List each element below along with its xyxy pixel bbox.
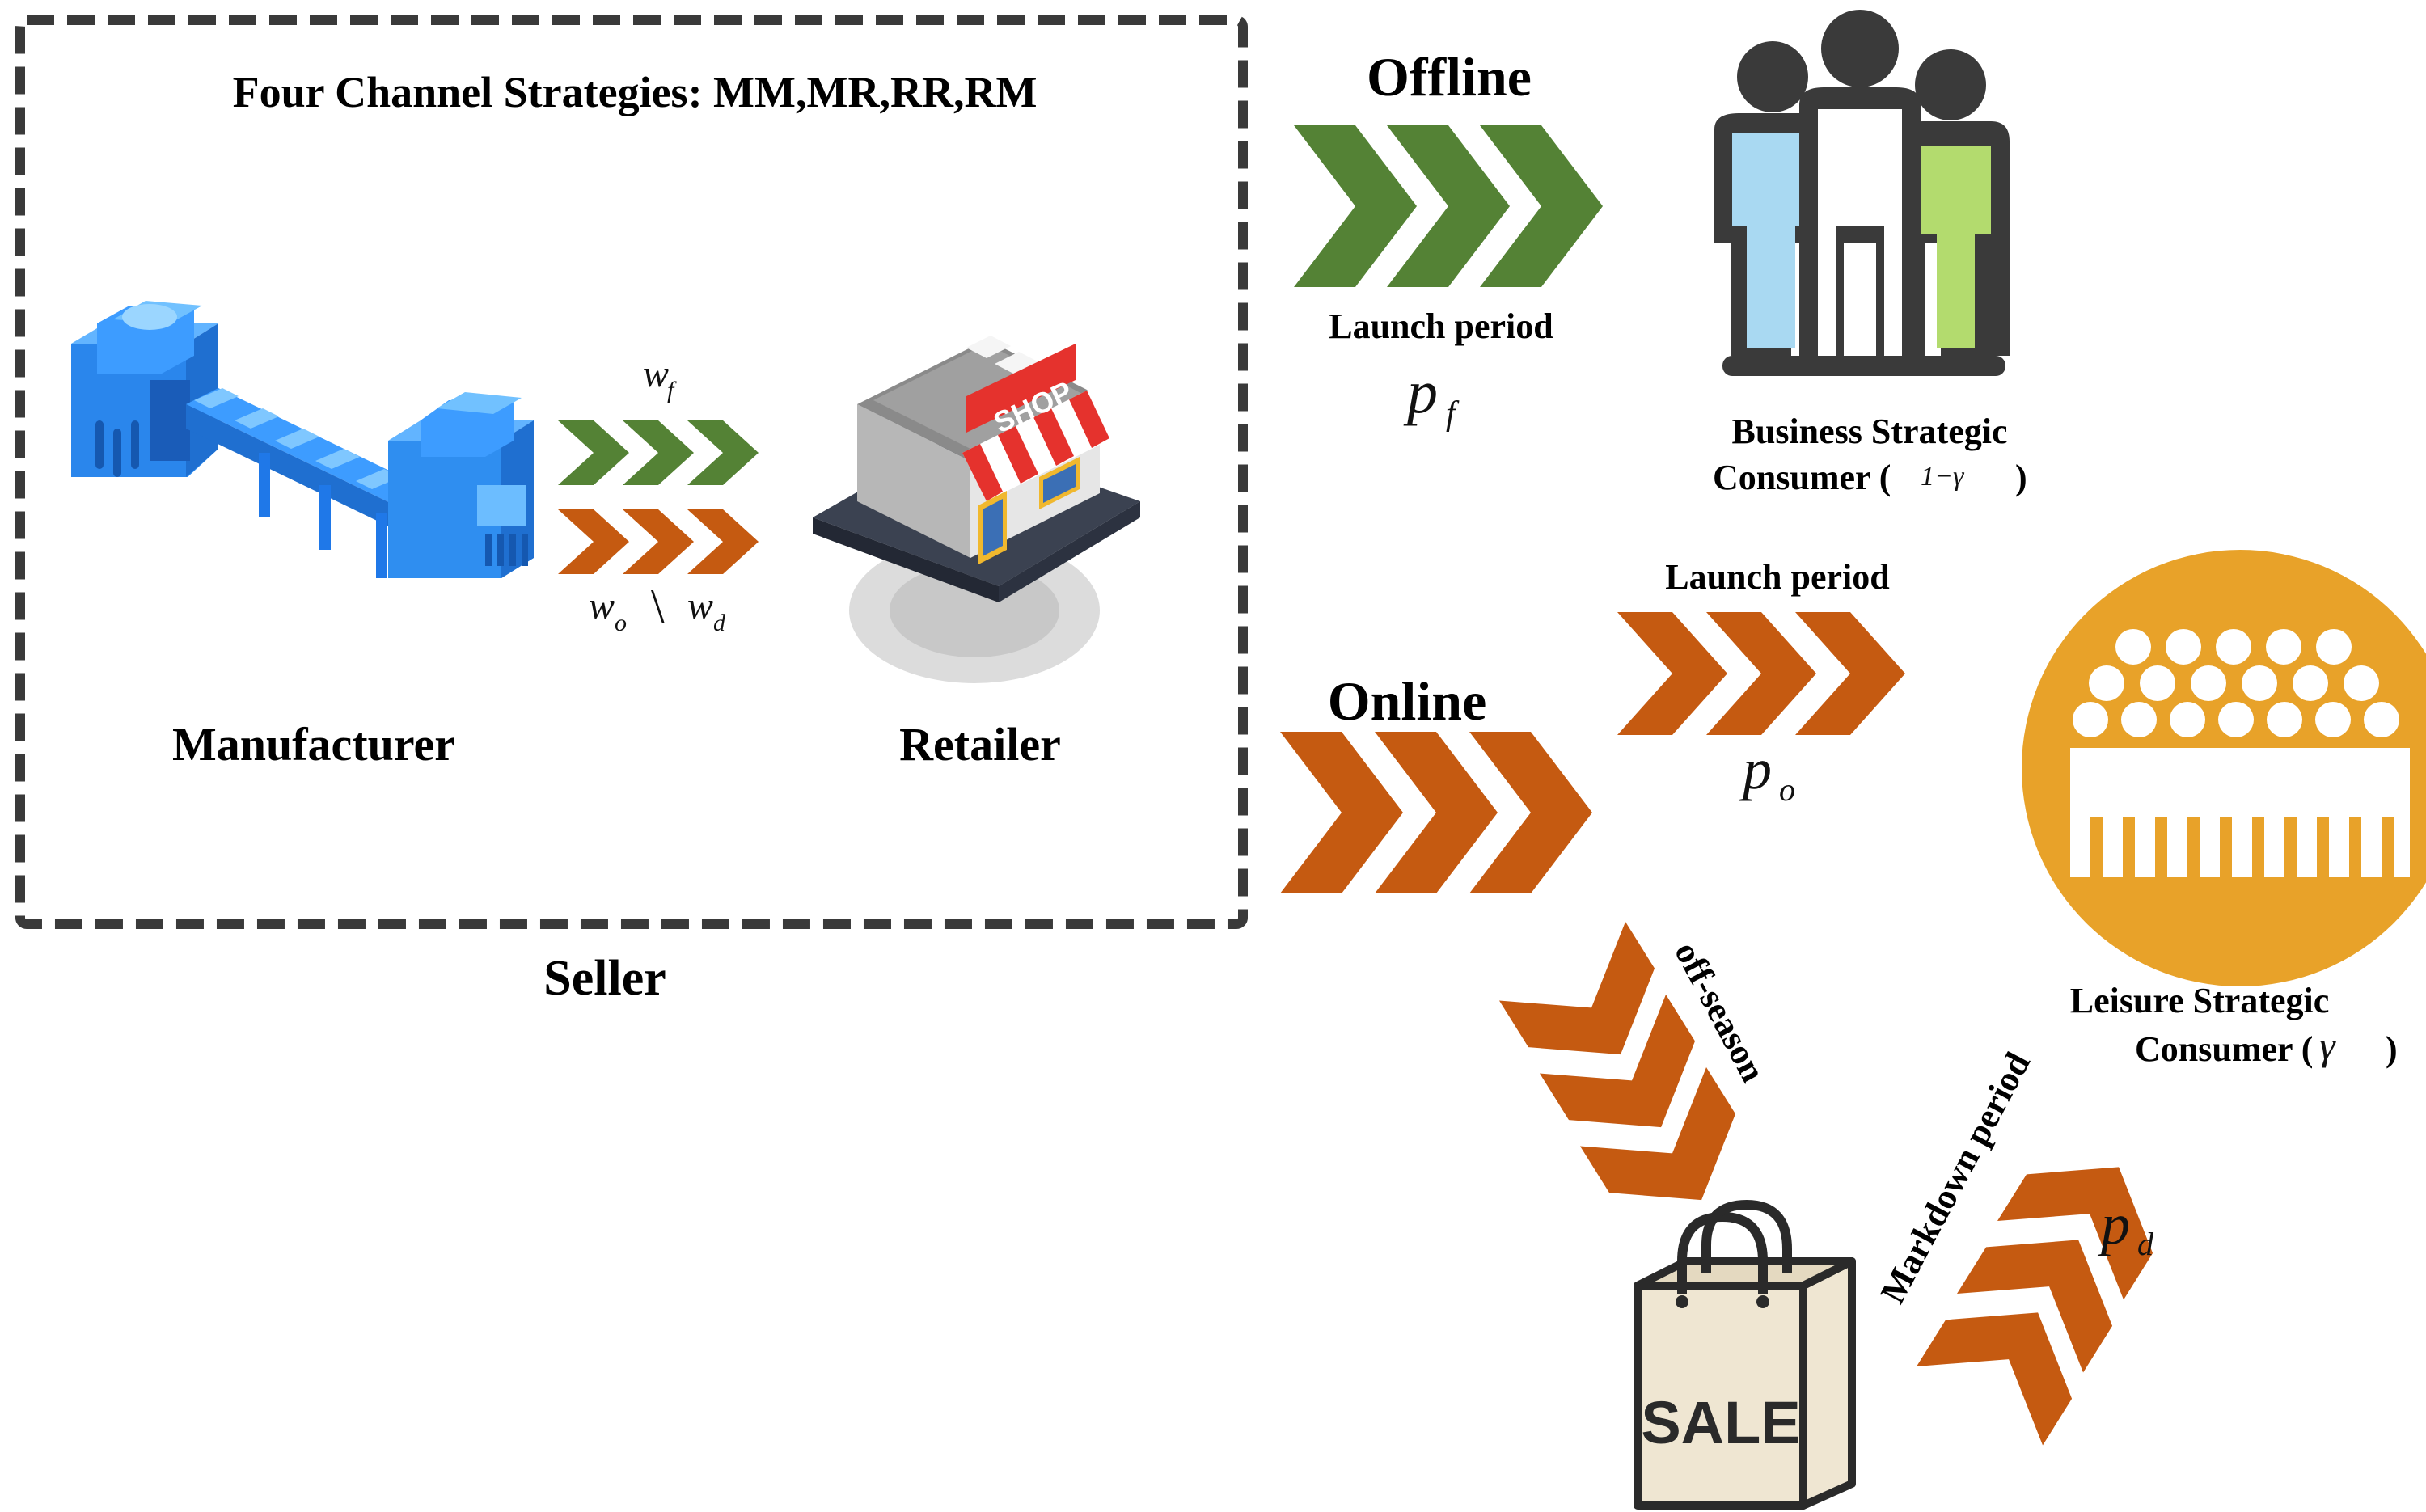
online-price: p o — [1739, 737, 1795, 808]
wholesale-green-arrow — [558, 420, 759, 485]
svg-text:): ) — [2015, 458, 2027, 497]
crowd-icon — [2022, 550, 2426, 986]
svg-text:f: f — [1446, 395, 1460, 433]
svg-text:w: w — [687, 585, 713, 627]
wholesale-price-online: w o \ w d — [589, 580, 726, 636]
offline-price: p f — [1403, 358, 1460, 433]
leisure-consumer-line1: Leisure Strategic — [2070, 981, 2330, 1020]
online-label: Online — [1328, 670, 1487, 732]
manufacturer-label: Manufacturer — [172, 718, 455, 771]
online-period-label: Launch period — [1665, 557, 1890, 597]
seller-box — [15, 15, 1248, 929]
seller-label: Seller — [543, 951, 666, 1006]
svg-text:f: f — [667, 377, 677, 403]
diagram-title: Four Channel Strategies: MM,MR,RR,RM — [233, 68, 1038, 116]
wholesale-price-offline: w f — [643, 353, 677, 403]
markdown-price: p d — [2097, 1192, 2154, 1262]
svg-text:d: d — [713, 610, 726, 636]
svg-text:): ) — [2386, 1029, 2398, 1069]
retailer-label: Retailer — [899, 718, 1061, 771]
consumer-group-icon — [1714, 10, 2010, 376]
leisure-consumer-line2: Consumer ( γ ) — [2135, 1023, 2398, 1069]
business-consumer-line2: Consumer ( 1−γ ) — [1713, 458, 2027, 497]
svg-text:\: \ — [651, 580, 665, 633]
svg-text:o: o — [1779, 771, 1795, 808]
shop-icon: SHOP — [813, 336, 1140, 683]
offseason-arrow — [1498, 922, 1765, 1240]
svg-text:1−γ: 1−γ — [1921, 462, 1965, 492]
offline-period-label: Launch period — [1329, 306, 1553, 346]
business-consumer-line1: Business Strategic — [1732, 412, 2008, 451]
svg-text:w: w — [589, 585, 615, 627]
svg-text:γ: γ — [2319, 1023, 2336, 1068]
svg-text:w: w — [643, 353, 669, 395]
offline-arrow — [1294, 125, 1603, 287]
svg-text:Consumer (: Consumer ( — [2135, 1029, 2313, 1069]
online-arrow — [1280, 732, 1592, 893]
svg-text:d: d — [2137, 1226, 2154, 1262]
offline-label: Offline — [1367, 46, 1532, 108]
svg-text:o: o — [615, 610, 627, 636]
svg-text:p: p — [2097, 1192, 2130, 1256]
svg-text:p: p — [1403, 358, 1438, 426]
online-launch-arrow — [1617, 612, 1905, 735]
svg-text:Consumer (: Consumer ( — [1713, 458, 1891, 497]
wholesale-orange-arrow — [558, 509, 759, 574]
factory-icon — [71, 301, 534, 578]
shopping-bag-icon: SALE — [1634, 1199, 1856, 1510]
svg-text:p: p — [1739, 737, 1772, 801]
svg-text:SALE: SALE — [1641, 1389, 1800, 1456]
